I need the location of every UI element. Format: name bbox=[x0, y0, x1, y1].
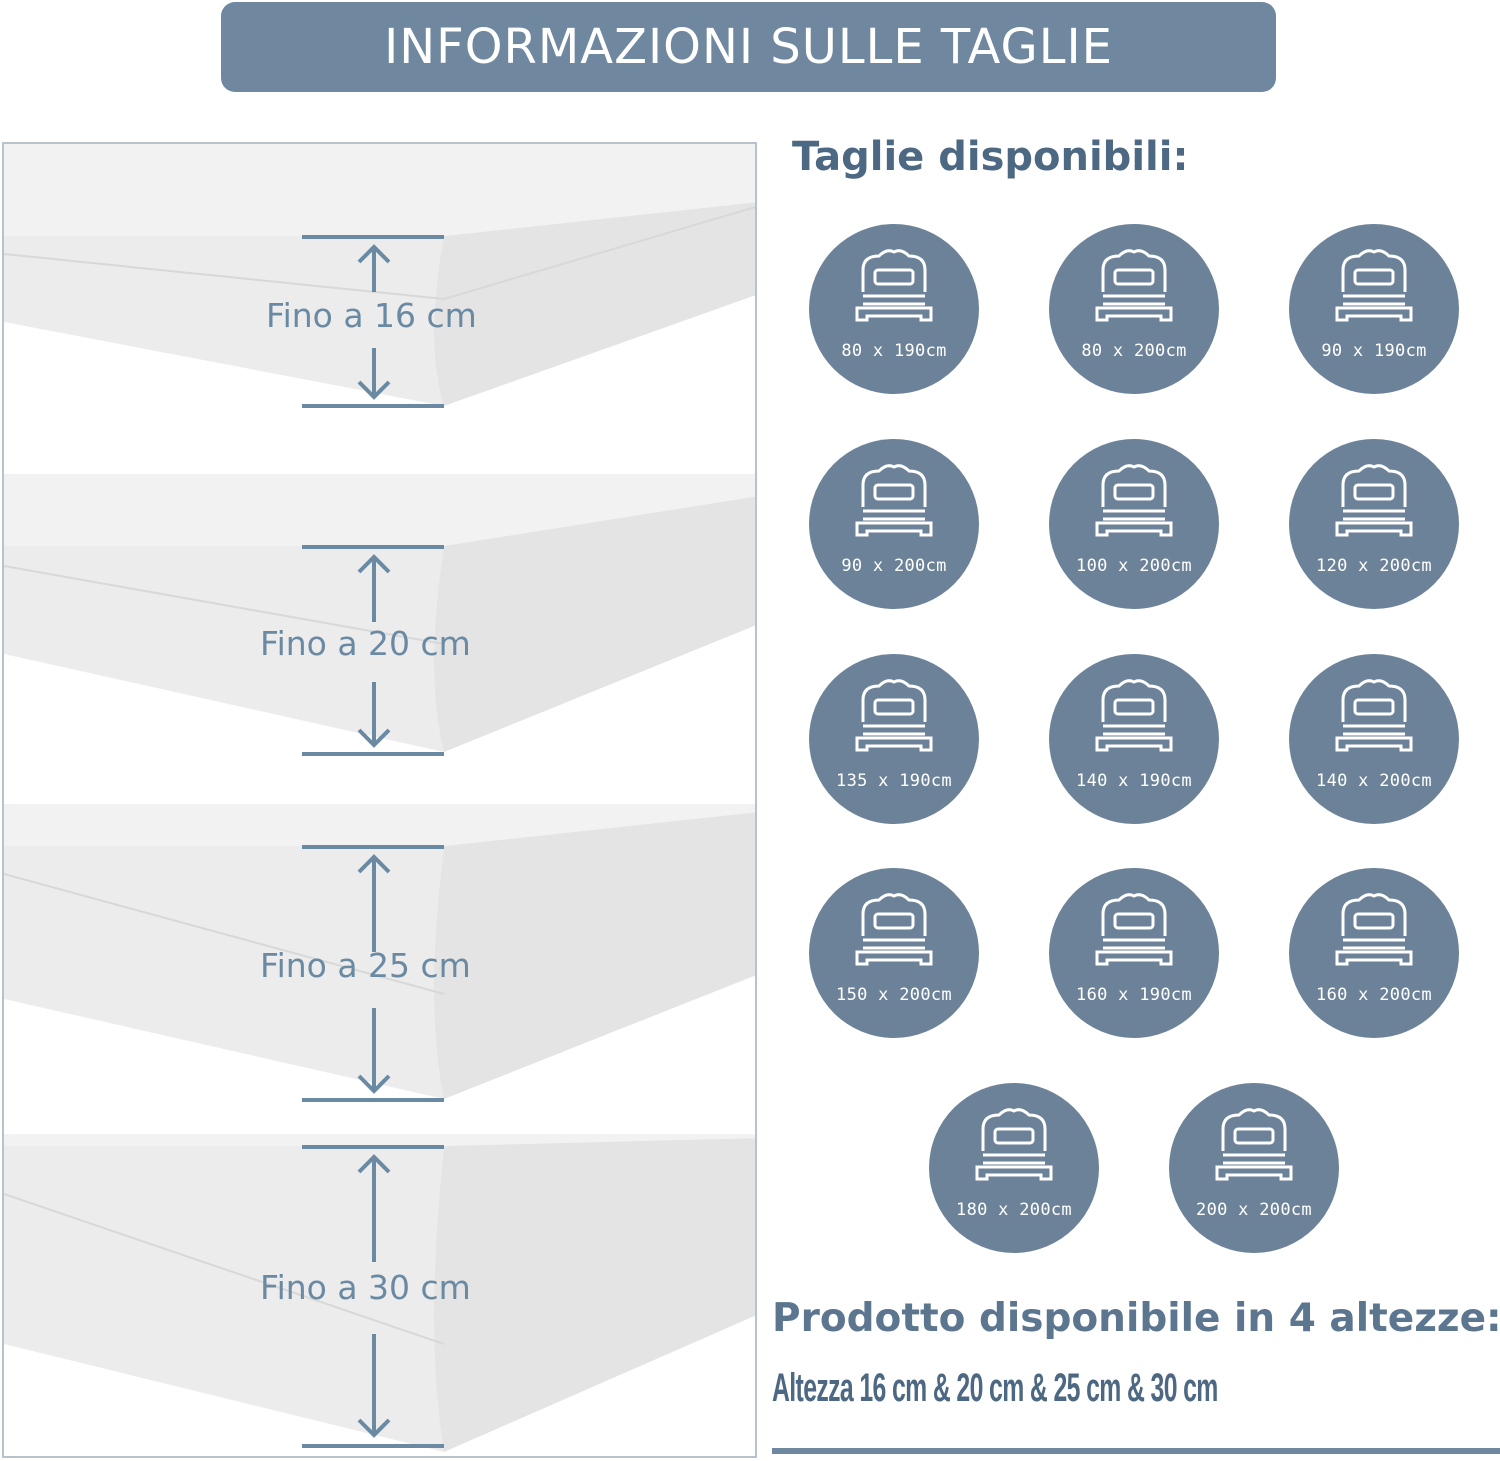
size-label: 120 x 200cm bbox=[1316, 556, 1432, 576]
size-label: 90 x 190cm bbox=[1321, 341, 1427, 361]
height-label-20: Fino a 20 cm bbox=[260, 624, 471, 663]
size-badge: 150 x 200cm bbox=[809, 868, 979, 1038]
mattress-panel-20: Fino a 20 cm bbox=[4, 474, 755, 804]
size-badge: 90 x 190cm bbox=[1289, 224, 1459, 394]
banner-title: INFORMAZIONI SULLE TAGLIE bbox=[384, 19, 1113, 75]
size-badge: 90 x 200cm bbox=[809, 439, 979, 609]
size-label: 140 x 200cm bbox=[1316, 771, 1432, 791]
size-badge: 160 x 200cm bbox=[1289, 868, 1459, 1038]
mattress-panel-16: Fino a 16 cm bbox=[4, 144, 755, 474]
size-label: 160 x 200cm bbox=[1316, 985, 1432, 1005]
size-label: 100 x 200cm bbox=[1076, 556, 1192, 576]
height-label-25: Fino a 25 cm bbox=[260, 946, 471, 985]
title-banner: INFORMAZIONI SULLE TAGLIE bbox=[221, 2, 1276, 92]
size-label: 90 x 200cm bbox=[841, 556, 947, 576]
size-badge: 80 x 200cm bbox=[1049, 224, 1219, 394]
mattress-corner-image bbox=[4, 144, 755, 474]
size-label: 135 x 190cm bbox=[836, 771, 952, 791]
size-badge: 100 x 200cm bbox=[1049, 439, 1219, 609]
heights-heading: Prodotto disponibile in 4 altezze: bbox=[772, 1296, 1500, 1341]
mattress-panel-25: Fino a 25 cm bbox=[4, 804, 755, 1134]
mattress-illustrations: Fino a 16 cm Fino a 20 cm bbox=[2, 142, 757, 1458]
size-badge: 200 x 200cm bbox=[1169, 1083, 1339, 1253]
mattress-corner-image bbox=[4, 1134, 755, 1456]
size-label: 160 x 190cm bbox=[1076, 985, 1192, 1005]
size-label: 200 x 200cm bbox=[1196, 1200, 1312, 1220]
footer-divider bbox=[772, 1448, 1500, 1454]
size-label: 80 x 200cm bbox=[1081, 341, 1187, 361]
size-badge: 140 x 190cm bbox=[1049, 654, 1219, 824]
size-badge: 80 x 190cm bbox=[809, 224, 979, 394]
size-badge: 135 x 190cm bbox=[809, 654, 979, 824]
height-label-16: Fino a 16 cm bbox=[266, 296, 477, 335]
size-badge: 120 x 200cm bbox=[1289, 439, 1459, 609]
size-badge: 160 x 190cm bbox=[1049, 868, 1219, 1038]
sizes-heading: Taglie disponibili: bbox=[792, 134, 1189, 180]
height-label-30: Fino a 30 cm bbox=[260, 1268, 471, 1307]
heights-subtitle: Altezza 16 cm & 20 cm & 25 cm & 30 cm bbox=[772, 1366, 1218, 1410]
mattress-corner-image bbox=[4, 804, 755, 1134]
size-badge: 140 x 200cm bbox=[1289, 654, 1459, 824]
size-badge: 180 x 200cm bbox=[929, 1083, 1099, 1253]
mattress-corner-image bbox=[4, 474, 755, 804]
size-label: 80 x 190cm bbox=[841, 341, 947, 361]
size-label: 150 x 200cm bbox=[836, 985, 952, 1005]
mattress-panel-30: Fino a 30 cm bbox=[4, 1134, 755, 1456]
size-label: 180 x 200cm bbox=[956, 1200, 1072, 1220]
size-label: 140 x 190cm bbox=[1076, 771, 1192, 791]
